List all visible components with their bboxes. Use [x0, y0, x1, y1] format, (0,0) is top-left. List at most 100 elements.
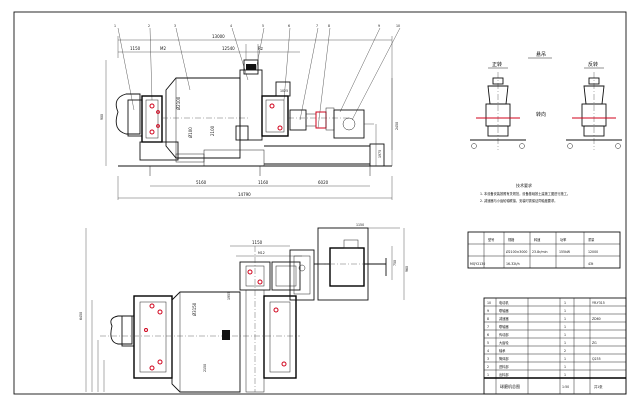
- bom-r7-name: 筒体部: [499, 356, 509, 361]
- bom-r5-no: 5: [487, 341, 489, 345]
- part-num-5: 5: [262, 24, 264, 28]
- bom-r5-name: 大齿轮: [499, 340, 509, 345]
- detail-right-label: 反转: [588, 61, 598, 68]
- dim-overall-top: 13000: [212, 34, 225, 39]
- detail-left-label: 正转: [492, 61, 502, 68]
- bottom-dims: 5160 1160 6020 14790: [117, 176, 393, 200]
- dim-base-a: 5160: [196, 180, 207, 185]
- bom-r7-no: 3: [487, 357, 489, 361]
- title-block-name: 球磨机总图: [500, 383, 520, 389]
- bom-r6-no: 4: [487, 349, 489, 353]
- notes-line-2: 2. 减速器与小齿轮轴联接，安装时需保证同轴度要求。: [480, 198, 557, 203]
- feed-end: [115, 93, 163, 143]
- plan-dia: Ø3150: [192, 302, 197, 316]
- bom-r0-qty: 1: [564, 301, 566, 305]
- bom-r1-qty: 1: [564, 309, 566, 313]
- notes-line-1: 1. 本设备安装按照有关规范，设备基础按土建施工图进行施工。: [480, 191, 570, 196]
- bom-table: 10 电动机 1 YR-Y315 9 联轴器 1 8 减速器 1 ZD60 7 …: [483, 297, 627, 395]
- bom-r9-qty: 1: [564, 373, 566, 377]
- bom-r0-no: 10: [487, 301, 491, 305]
- title-block-sheet: 共1张: [594, 384, 603, 389]
- detail-label-top: 悬吊: [536, 52, 546, 58]
- plan-left-v: 6450: [79, 312, 83, 320]
- dim-seg-b: M2: [160, 46, 166, 51]
- base-frame: [118, 141, 392, 176]
- param-r1c4: 43t: [588, 262, 594, 266]
- plan-motor-w: M12: [258, 251, 265, 255]
- detail-left-figure: [470, 72, 526, 150]
- bom-r3-qty: 1: [564, 325, 566, 329]
- param-h2: 转速: [534, 237, 541, 242]
- bom-r9-no: 1: [487, 373, 489, 377]
- plan-gear-assembly: 1955: [227, 246, 301, 393]
- part-num-10: 10: [396, 24, 400, 28]
- dim-seg-c: 12540: [222, 46, 235, 51]
- bom-r7-spec: Q235: [592, 357, 601, 361]
- bom-r4-name: 传动部: [499, 332, 509, 337]
- dim-base-b: 1160: [258, 180, 269, 185]
- param-h4: 重量: [588, 237, 595, 242]
- param-r0c3: 155kW: [559, 250, 571, 254]
- bom-r2-qty: 1: [564, 317, 566, 321]
- plan-view: 6450 1150 M12 1150 Ø3150: [79, 223, 409, 393]
- sheet-frame: [13, 11, 627, 395]
- bom-r4-qty: 1: [564, 333, 566, 337]
- param-r0c1: Ø2100×3000: [506, 249, 527, 254]
- plan-right-v2: 960: [405, 266, 409, 272]
- mill-shell: Ø2100 Ø100 2100: [162, 77, 250, 159]
- bom-r4-no: 6: [487, 333, 489, 337]
- dim-overall-bottom: 14790: [238, 192, 251, 197]
- part-num-7: 7: [316, 24, 318, 28]
- dim-dia1: Ø2100: [176, 96, 181, 110]
- dim-seg-d: Rz: [258, 46, 263, 51]
- title-block-scale: 1:50: [562, 385, 569, 389]
- bom-r2-name: 减速器: [499, 316, 509, 321]
- detail-right-figure: [566, 72, 622, 150]
- dim-h4: 1975: [378, 150, 382, 158]
- plan-gear-w: 1150: [356, 223, 364, 227]
- technical-notes: 技术要求 1. 本设备安装按照有关规范，设备基础按土建施工图进行施工。 2. 减…: [480, 182, 570, 203]
- dim-base-c: 6020: [318, 180, 329, 185]
- dim-left-h: 900: [100, 114, 104, 120]
- detail-mid-label: 转向: [536, 111, 546, 118]
- param-r1c1: 16-32t/h: [506, 262, 520, 266]
- param-h1: 规格: [508, 237, 515, 242]
- bom-r1-no: 9: [487, 309, 489, 313]
- part-num-1: 1: [114, 24, 116, 28]
- plan-right-v1: 750: [393, 260, 397, 266]
- part-num-8: 8: [328, 24, 330, 28]
- bom-r2-spec: ZD60: [592, 317, 601, 321]
- part-num-3: 3: [174, 24, 176, 28]
- elevation-view: 13000 1150 M2 12540 Rz 1 2 3 4 5 6 7 8: [100, 24, 401, 200]
- param-table: 型号 规格 转速 功率 重量 Ø2100×3000 23.8r/min 155k…: [467, 231, 621, 269]
- dim-dia2: Ø100: [188, 127, 193, 138]
- bom-r9-name: 出料部: [499, 372, 509, 377]
- plan-low-v: 2150: [203, 364, 207, 372]
- param-r0c4: 12000: [588, 250, 598, 254]
- bom-r6-name: 轴承: [499, 348, 506, 353]
- part-num-9: 9: [378, 24, 380, 28]
- param-h3: 功率: [560, 237, 567, 242]
- param-h0: 型号: [488, 237, 494, 242]
- plan-shaft-w: 1150: [252, 240, 263, 245]
- dim-h1: 2100: [210, 125, 215, 136]
- bom-r7-qty: 1: [564, 357, 566, 361]
- dim-h3: 2450: [395, 122, 399, 130]
- bom-r0-spec: YR-Y315: [592, 301, 605, 305]
- bom-r2-no: 8: [487, 317, 489, 321]
- part-leaders: 1 2 3 4 5 6 7 8 9 10: [114, 24, 401, 129]
- bom-r3-no: 7: [487, 325, 489, 329]
- right-dims: 2450 1975 900: [100, 60, 399, 166]
- plan-mid-v: 1955: [227, 292, 231, 300]
- bom-r6-qty: 2: [564, 349, 566, 353]
- bom-r8-no: 2: [487, 365, 489, 369]
- bom-r5-spec: ZG: [592, 341, 597, 345]
- gear-assembly: 1025: [235, 44, 291, 141]
- bom-r8-name: 进料部: [499, 364, 509, 369]
- notes-title: 技术要求: [516, 182, 532, 188]
- part-num-6: 6: [288, 24, 290, 28]
- dim-h2: 1025: [280, 89, 288, 93]
- param-r1c0: MQY2130: [470, 262, 485, 266]
- dim-seg-a: 1150: [130, 46, 141, 51]
